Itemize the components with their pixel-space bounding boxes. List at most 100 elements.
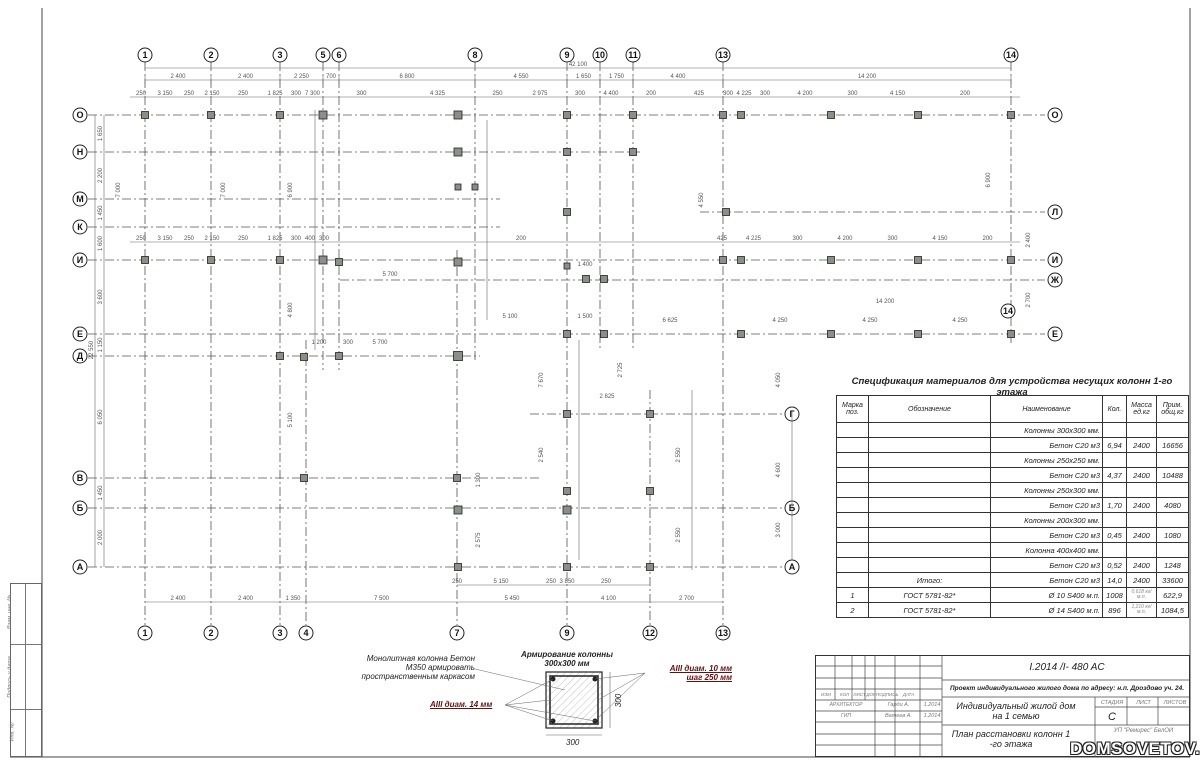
dimension-label: 2 400 (1026, 232, 1032, 248)
stamp-replaced-inv: Взам. инв. № (7, 594, 14, 630)
dimension-label: 250 (492, 91, 503, 97)
column-marker (646, 487, 654, 495)
watermark: DOMSOVETOV.BY (1070, 739, 1200, 758)
date-architect: 1.2014 (923, 702, 941, 708)
column-marker (563, 208, 571, 216)
dimension-label: 1 450 (98, 205, 104, 221)
dimension-label: 200 (516, 236, 527, 242)
dimension-label: 3 850 (559, 579, 575, 585)
dimension-label: 4 225 (746, 236, 762, 242)
axis-bubble-bottom-3: 3 (272, 625, 288, 641)
axis-bubble-bottom-4: 4 (298, 625, 314, 641)
column-marker (318, 110, 328, 120)
dimension-label: 2 550 (676, 527, 682, 543)
axis-bubble-left-Е: Е (72, 326, 88, 342)
svg-text:2: 2 (208, 50, 213, 60)
spec-cell (836, 557, 869, 573)
dimension-label: 1 450 (98, 485, 104, 501)
spec-cell: Ø 10 S400 м.п. (990, 587, 1103, 603)
spec-cell (868, 512, 991, 528)
axis-bubble-right-Л: Л (1047, 204, 1063, 220)
spec-cell: Бетон С20 м3 (990, 557, 1103, 573)
dimension-label: 4 150 (932, 236, 948, 242)
svg-text:14: 14 (1006, 50, 1016, 60)
axis-bubble-top-10: 10 (592, 47, 608, 63)
spec-cell (1102, 482, 1127, 498)
spec-cell: 622,9 (1156, 587, 1189, 603)
svg-text:1: 1 (142, 628, 147, 638)
dimension-label: 5 100 (288, 412, 294, 428)
stage-label: СТАДИЯ (1100, 700, 1124, 706)
spec-cell: 1,210 кг/м.п. (1126, 602, 1157, 618)
svg-text:М: М (76, 194, 84, 204)
dimension-label: 4 800 (288, 302, 294, 318)
spec-cell (836, 542, 869, 558)
dimension-label: 6 050 (98, 409, 104, 425)
axis-bubble-left-Д: Д (72, 348, 88, 364)
column-marker (827, 256, 835, 264)
spec-cell (868, 452, 991, 468)
column-marker (141, 111, 149, 119)
dimension-label: 300 (847, 91, 858, 97)
rebar-detail-drawing (474, 668, 646, 736)
dimension-label: 300 (356, 91, 367, 97)
spec-cell (868, 422, 991, 438)
spec-cell (1126, 542, 1157, 558)
column-marker (207, 111, 215, 119)
axis-bubble-top-6: 6 (331, 47, 347, 63)
dimension-label: 4 600 (776, 462, 782, 478)
spec-cell: Колонны 250x250 мм. (990, 452, 1103, 468)
spec-cell: 6,94 (1102, 437, 1127, 453)
role-gip: ГИП (841, 713, 851, 719)
spec-cell: Колонны 300x300 мм. (990, 422, 1103, 438)
axis-bubble-top-14: 14 (1003, 47, 1019, 63)
axis-bubble-bottom-7: 7 (449, 625, 465, 641)
dimension-label: 1 650 (98, 125, 104, 141)
axis-bubble-bottom-9: 9 (559, 625, 575, 641)
dimension-label: 1 400 (577, 262, 593, 268)
dimension-label: 14 200 (858, 74, 877, 80)
column-marker (629, 111, 637, 119)
column-marker (453, 257, 463, 267)
dimension-label: 250 (238, 236, 249, 242)
spec-cell: 14,0 (1102, 572, 1127, 588)
spec-cell (836, 572, 869, 588)
column-marker (453, 351, 463, 361)
axis-bubble-left-В: В (72, 470, 88, 486)
axis-bubble-left-К: К (72, 219, 88, 235)
dimension-label: 1 300 (476, 472, 482, 488)
svg-text:О: О (76, 110, 83, 120)
dimension-label: 3 150 (157, 91, 173, 97)
dimension-label: 1 200 (311, 340, 327, 346)
dimension-label: 700 (326, 74, 337, 80)
spec-header-cell: Масса ед.кг (1126, 395, 1157, 423)
axis-bubble-right-Ж: Ж (1047, 272, 1063, 288)
spec-cell: 2400 (1126, 557, 1157, 573)
axis-bubble-top-2: 2 (203, 47, 219, 63)
sheets-label: ЛИСТОВ (1163, 700, 1187, 706)
column-marker (600, 275, 608, 283)
dimension-label: 2 150 (204, 236, 220, 242)
spec-cell (1102, 422, 1127, 438)
dimension-label: 425 (694, 91, 705, 97)
dimension-label: 2 250 (294, 74, 310, 80)
columns (141, 110, 1015, 571)
dimension-label: 3 000 (776, 522, 782, 538)
dimension-label: 5 700 (382, 272, 398, 278)
spec-cell (836, 512, 869, 528)
svg-text:9: 9 (564, 628, 569, 638)
spec-cell: Колонна 400x400 мм. (990, 542, 1103, 558)
dimension-label: 300 (575, 91, 586, 97)
spec-cell (868, 557, 991, 573)
dimension-label: 4 225 (736, 91, 752, 97)
dimension-label: 1 825 (267, 236, 283, 242)
spec-cell (1156, 482, 1189, 498)
dimension-label: 7 500 (374, 596, 390, 602)
project-name: Проект индивидуального жилого дома по ад… (949, 685, 1184, 692)
title-block-header: КОЛ (839, 692, 850, 697)
spec-cell (1156, 512, 1189, 528)
